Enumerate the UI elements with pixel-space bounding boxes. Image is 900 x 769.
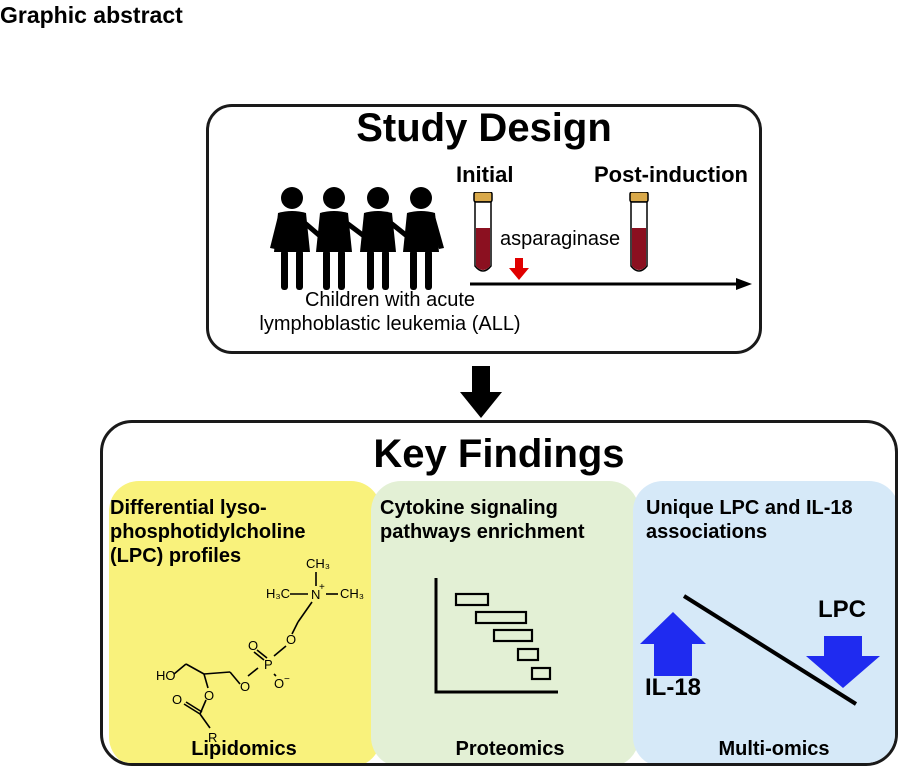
timeline-arrow — [470, 278, 752, 290]
molecule-o-minus: O — [274, 676, 284, 691]
treatment-label: asparaginase — [500, 228, 621, 250]
molecule-minus: − — [284, 674, 290, 685]
blood-tube-icon — [473, 192, 493, 272]
lipidomics-panel — [109, 481, 381, 763]
proteomics-line-1: Cytokine signaling — [380, 497, 558, 519]
down-arrow-icon — [460, 366, 502, 418]
molecule-n: N — [311, 587, 320, 602]
molecule-plus: + — [319, 582, 325, 593]
children-group-icon — [270, 187, 444, 290]
lpc-molecule-structure: CH₃ H₃C N + CH₃ O O P O − O HO O O R — [156, 556, 364, 745]
lipidomics-finding-text: Differential lyso- phosphotidylcholine (… — [110, 496, 380, 568]
timepoint-initial-label: Initial — [456, 162, 514, 187]
molecule-o5: O — [172, 692, 182, 707]
molecule-o4: O — [204, 688, 214, 703]
enrichment-chart-icon — [434, 578, 558, 694]
molecule-o3: O — [240, 679, 250, 694]
molecule-ch3-right: CH₃ — [340, 586, 364, 601]
il18-up-arrow-icon — [640, 612, 706, 676]
proteomics-line-2: pathways enrichment — [380, 521, 585, 543]
il18-label: IL-18 — [645, 674, 702, 701]
key-findings-title: Key Findings — [373, 432, 625, 476]
method-lipidomics: Lipidomics — [191, 738, 297, 760]
molecule-p: P — [264, 657, 273, 672]
proteomics-finding-text: Cytokine signaling pathways enrichment — [380, 496, 630, 544]
molecule-ho: HO — [156, 668, 176, 683]
study-design-title: Study Design — [356, 106, 612, 150]
lipidomics-line-2: phosphotidylcholine — [110, 521, 306, 543]
lpc-label: LPC — [818, 596, 866, 623]
multi-omics-finding-text: Unique LPC and IL-18 associations — [646, 496, 896, 544]
blood-tube-icon — [629, 192, 649, 272]
method-multi-omics: Multi-omics — [718, 738, 830, 760]
molecule-ch3-top: CH₃ — [306, 556, 330, 571]
molecule-r: R — [208, 730, 217, 745]
cohort-line-2: lymphoblastic leukemia (ALL) — [259, 313, 521, 335]
molecule-o1: O — [286, 632, 296, 647]
red-down-arrow-icon — [509, 258, 529, 280]
study-design-box — [206, 104, 762, 354]
molecule-o2: O — [248, 638, 258, 653]
lipidomics-line-3: (LPC) profiles — [110, 545, 242, 567]
molecule-ch3-left: H₃C — [266, 586, 290, 601]
header-title: Graphic abstract — [0, 2, 183, 28]
lpc-down-arrow-icon — [806, 636, 880, 688]
timepoint-post-induction-label: Post-induction — [594, 162, 748, 187]
method-proteomics: Proteomics — [455, 738, 565, 760]
multi-omics-line-2: associations — [646, 521, 768, 543]
lipidomics-line-1: Differential lyso- — [110, 497, 267, 519]
multi-omics-line-1: Unique LPC and IL-18 — [646, 497, 853, 519]
cohort-line-1: Children with acute — [304, 289, 476, 311]
cohort-label: Children with acute lymphoblastic leukem… — [212, 288, 568, 336]
association-graphic — [640, 594, 880, 706]
